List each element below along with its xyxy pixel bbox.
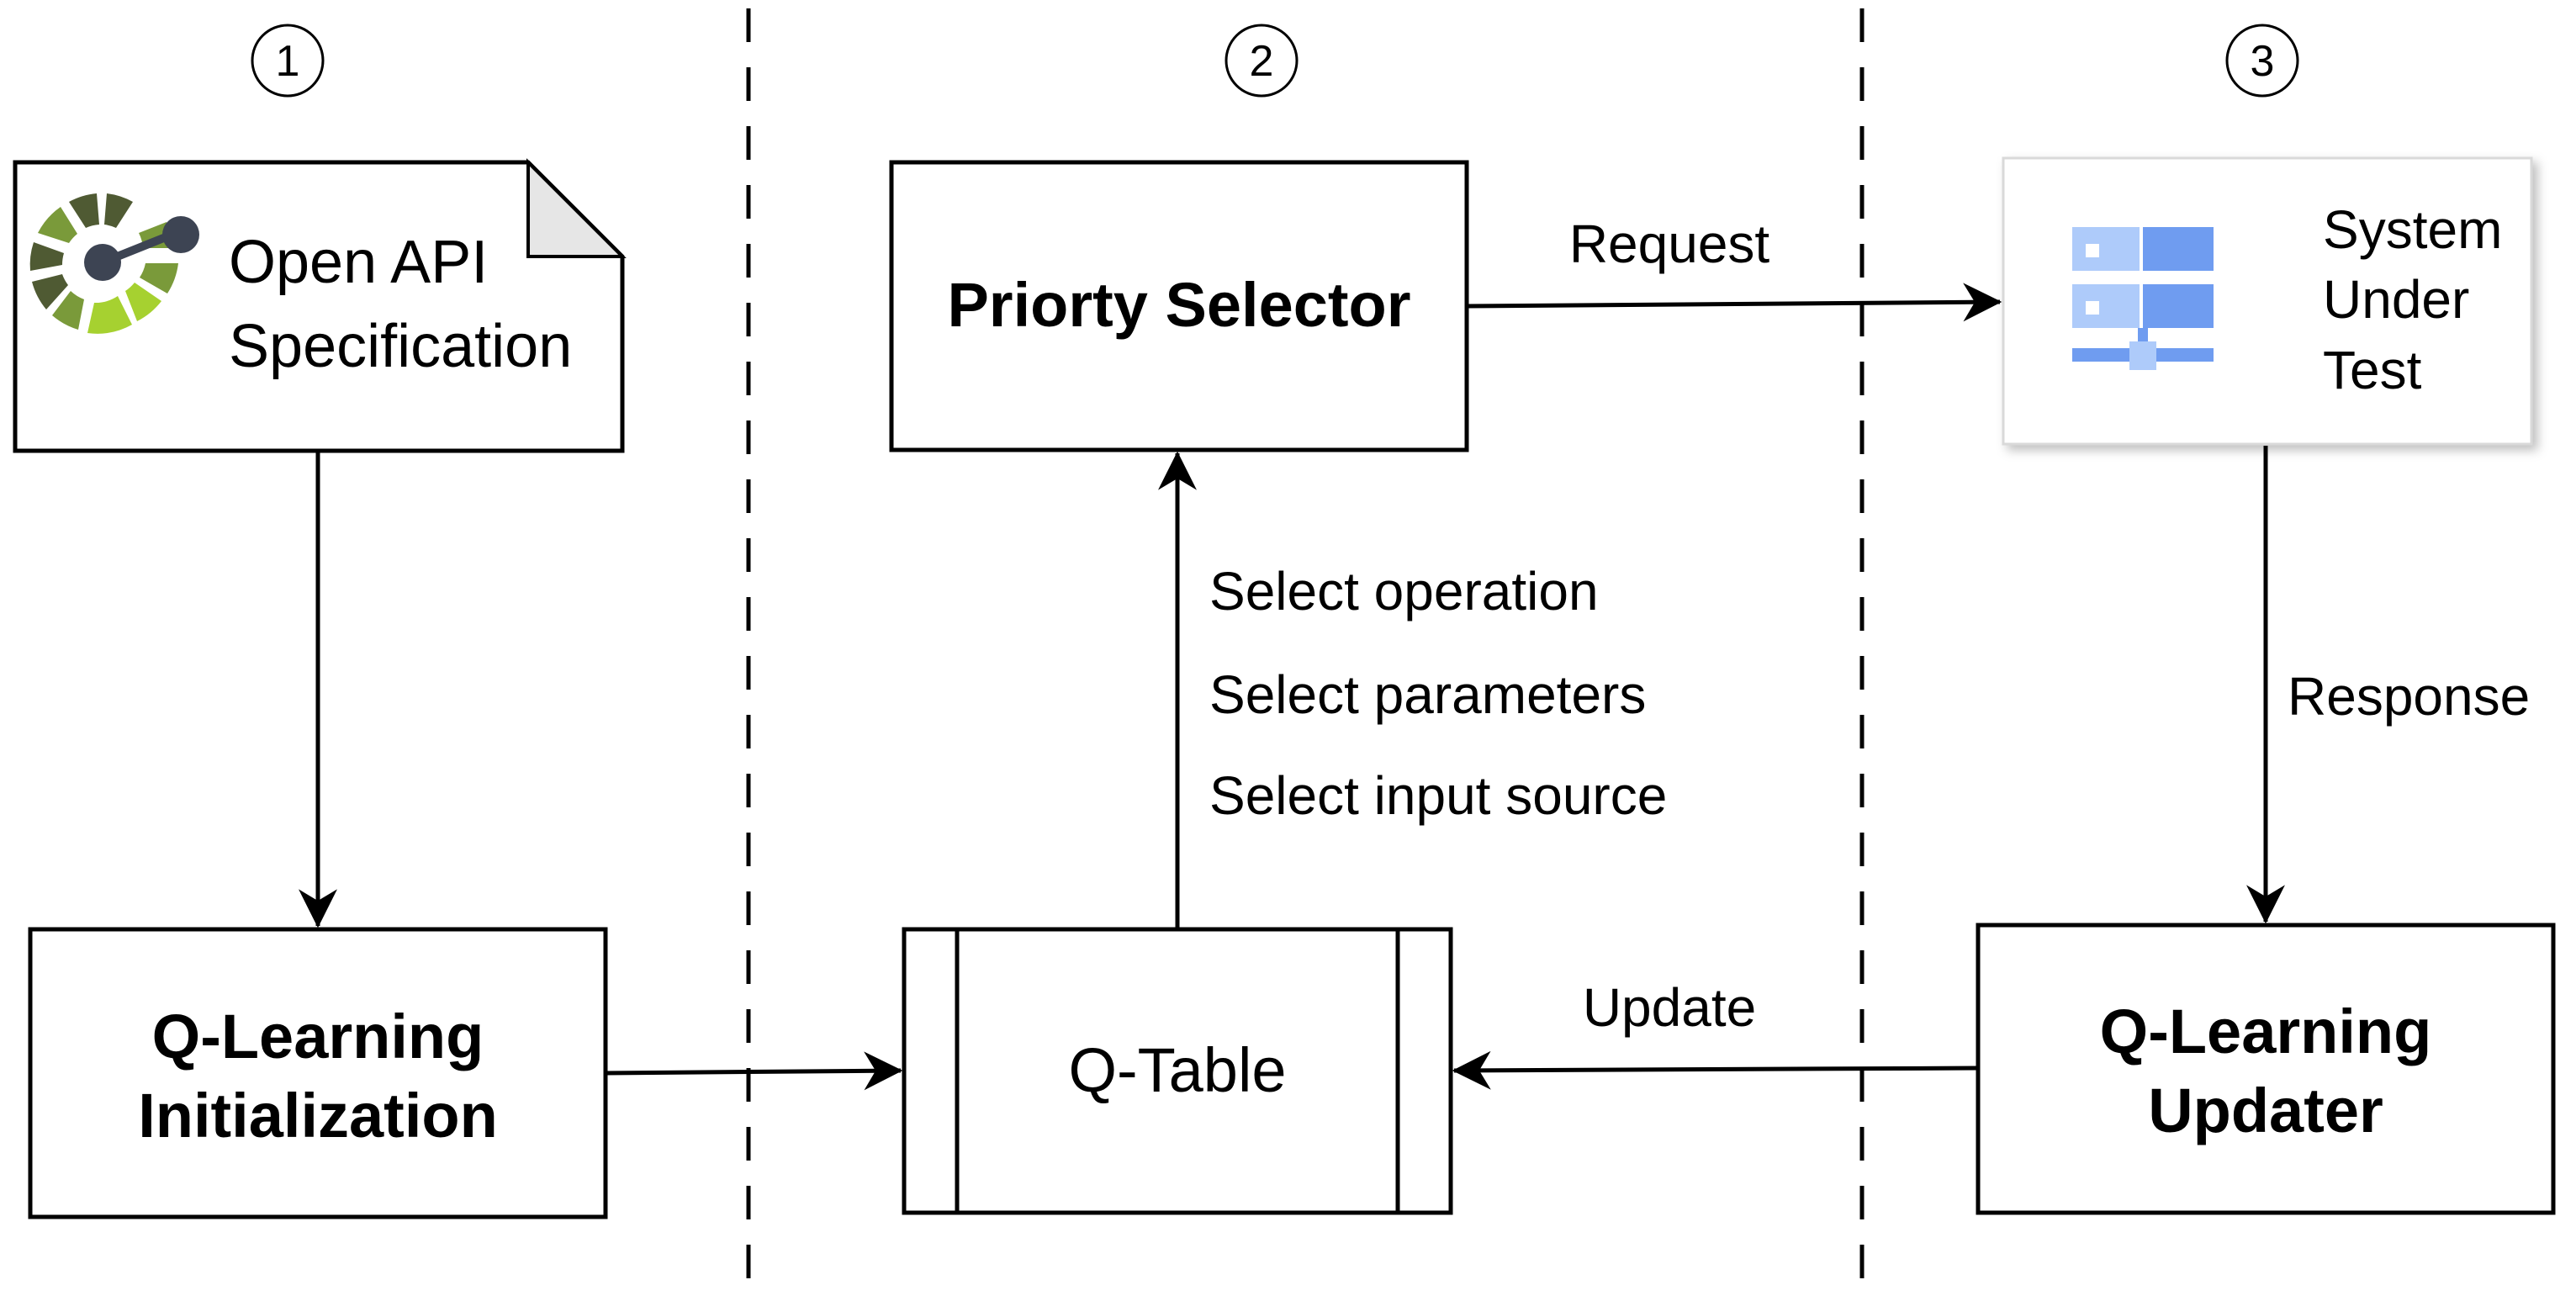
edge-label-response: Response: [2288, 666, 2530, 727]
edge-label-request: Request: [1569, 214, 1770, 274]
step-marker-2: 2: [1225, 24, 1299, 98]
q-updater-label-line1: Q-Learning: [2100, 997, 2432, 1066]
priority-selector-node: Priorty Selector: [889, 160, 1469, 452]
edge-label-select-input-source: Select input source: [1209, 765, 1667, 826]
edge-label-select-operation: Select operation: [1209, 561, 1599, 621]
priority-selector-label: Priorty Selector: [947, 270, 1410, 340]
step-number-1: 1: [276, 37, 300, 86]
q-updater-box: [1976, 923, 2556, 1215]
edge-label-update: Update: [1583, 977, 1756, 1038]
edge-selector-to-sut: [1466, 283, 2002, 322]
q-table-label: Q-Table: [1068, 1035, 1286, 1105]
system-under-test-node: System Under Test: [2002, 156, 2533, 446]
step-number-3: 3: [2251, 37, 2275, 86]
sut-label-line2: Under: [2323, 269, 2469, 330]
openapi-spec-node: Open API Specification: [13, 158, 627, 453]
openapi-label-line1: Open API: [229, 229, 488, 296]
priority-selector-box: [889, 160, 1469, 452]
q-init-box: [28, 927, 608, 1219]
openapi-logo-icon: [29, 193, 199, 334]
step-marker-3: 3: [2225, 24, 2299, 98]
q-init-label-line2: Initialization: [138, 1081, 498, 1150]
sut-label-line3: Test: [2323, 340, 2422, 400]
q-updater-label-line2: Updater: [2148, 1076, 2383, 1145]
edge-qupdater-to-qtable: [1452, 1050, 1979, 1090]
q-learning-updater-node: Q-Learning Updater: [1976, 923, 2556, 1215]
edge-qinit-to-qtable: [605, 1051, 903, 1091]
step-number-2: 2: [1250, 37, 1274, 86]
edge-label-select-parameters: Select parameters: [1209, 664, 1646, 725]
step-marker-1: 1: [251, 24, 325, 98]
q-table-node: Q-Table: [902, 927, 1453, 1215]
q-init-label-line1: Q-Learning: [152, 1002, 484, 1071]
document-fold: [526, 158, 627, 258]
openapi-label-line2: Specification: [229, 313, 572, 380]
sut-label-line1: System: [2323, 199, 2502, 260]
q-learning-initialization-node: Q-Learning Initialization: [28, 927, 608, 1219]
server-stack-icon: [2072, 227, 2214, 370]
